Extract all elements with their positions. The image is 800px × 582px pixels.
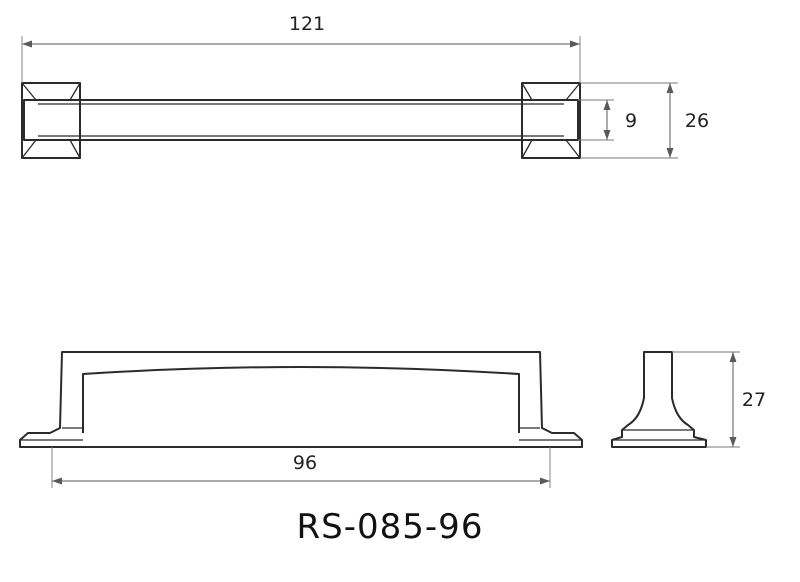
top-view-right-base-bevel bbox=[521, 82, 581, 159]
dim-base-width: 26 bbox=[685, 110, 709, 132]
dim-overall-length: 121 bbox=[289, 13, 325, 35]
top-view: 121 9 26 bbox=[21, 13, 709, 159]
side-view: 96 bbox=[19, 351, 583, 488]
top-view-left-base-bevel bbox=[21, 82, 81, 159]
side-view-handle-underside bbox=[82, 366, 520, 433]
dim-center-distance: 96 bbox=[293, 452, 317, 474]
dim-bar-thickness: 9 bbox=[625, 110, 637, 132]
end-view: 27 bbox=[611, 351, 766, 448]
model-code: RS-085-96 bbox=[297, 507, 484, 547]
end-view-post bbox=[611, 351, 707, 448]
dim-height: 27 bbox=[742, 389, 766, 411]
top-view-bar-inner bbox=[38, 103, 564, 137]
top-view-bar bbox=[23, 99, 579, 141]
